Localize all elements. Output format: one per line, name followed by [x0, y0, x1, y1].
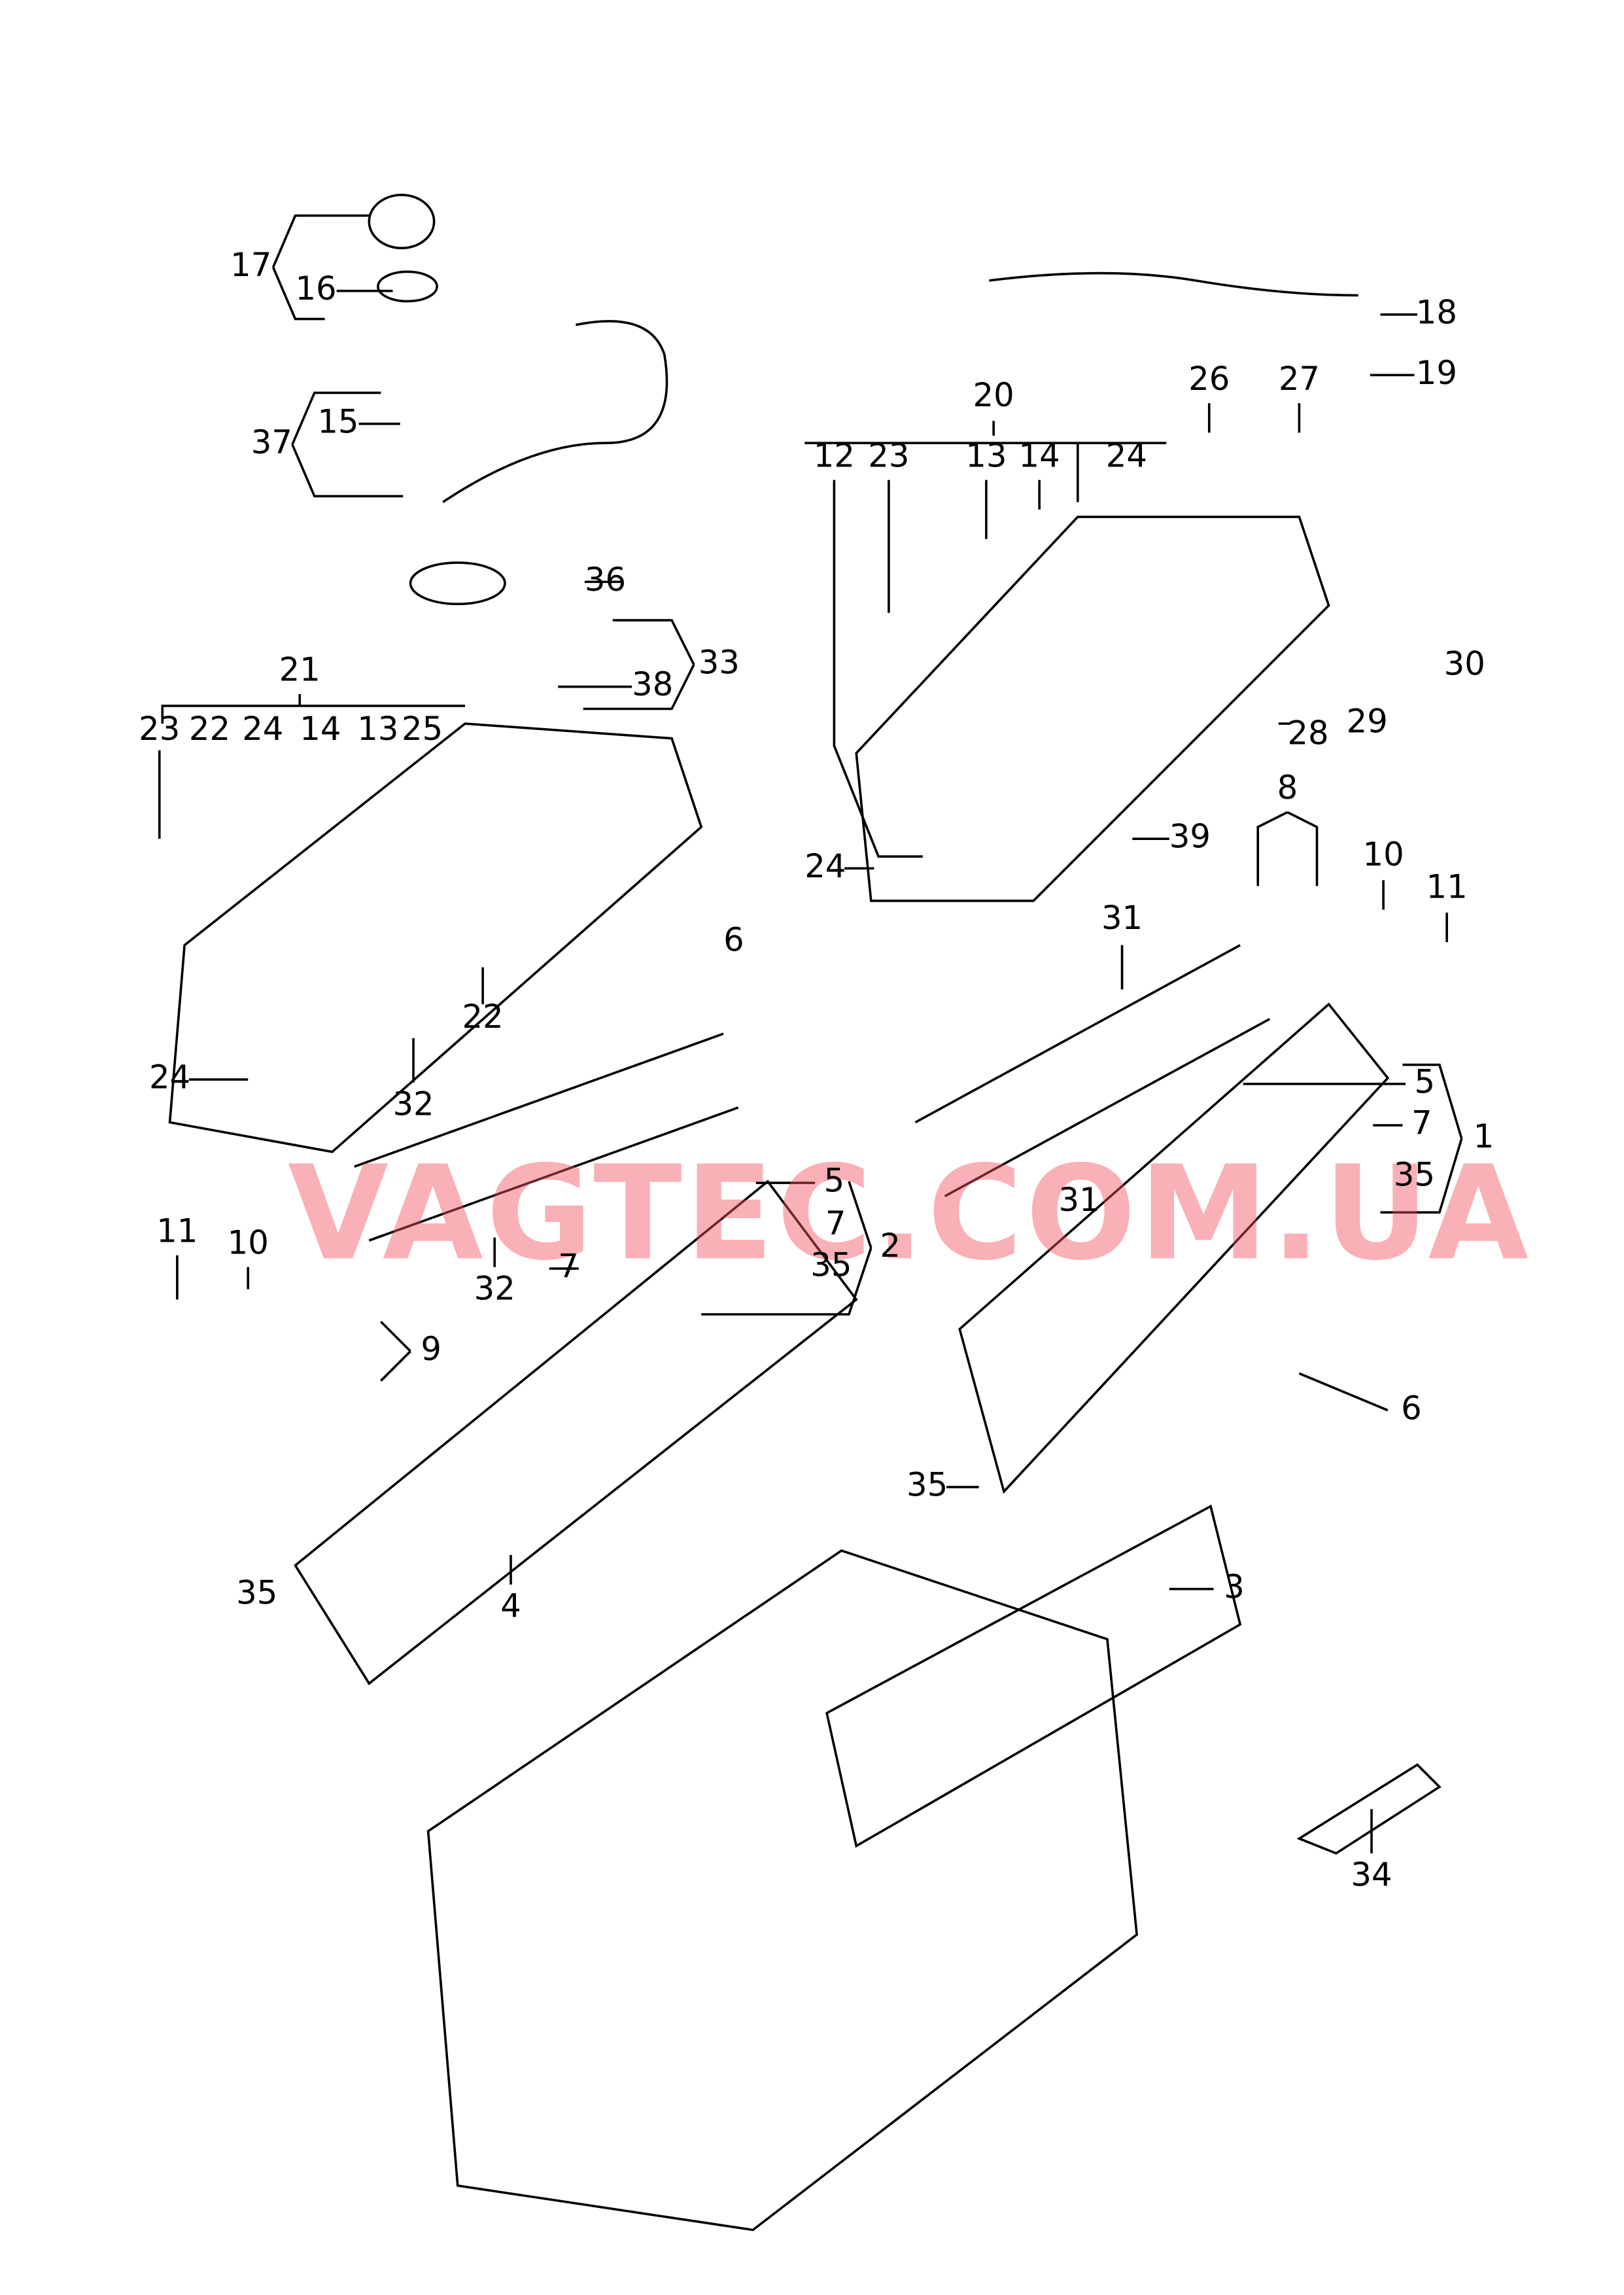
callout-17: 17 [230, 248, 272, 285]
callout-27: 27 [1278, 362, 1321, 399]
callout-35: 35 [236, 1575, 278, 1613]
callout-22: 22 [462, 1000, 504, 1037]
callout-35: 35 [810, 1248, 852, 1285]
callout-2: 2 [880, 1229, 901, 1266]
callout-10: 10 [1362, 837, 1404, 875]
callout-24: 24 [242, 712, 284, 749]
callout-5: 5 [823, 1163, 845, 1201]
callout-5: 5 [1414, 1064, 1436, 1102]
callout-19: 19 [1415, 356, 1457, 393]
callout-8: 8 [1277, 771, 1298, 808]
callout-12: 12 [813, 438, 855, 476]
callout-18: 18 [1415, 295, 1457, 332]
watermark: VAGTEC.COM.UA [288, 1137, 1532, 1289]
callout-21: 21 [279, 652, 320, 690]
callout-10: 10 [227, 1225, 269, 1263]
callout-13: 13 [965, 438, 1007, 476]
callout-7: 7 [558, 1249, 579, 1287]
callout-20: 20 [973, 377, 1014, 415]
callout-13: 13 [357, 712, 399, 749]
callout-23: 23 [868, 438, 910, 476]
callout-15: 15 [317, 404, 359, 442]
callout-24: 24 [804, 849, 846, 886]
callout-33: 33 [698, 645, 740, 682]
callout-9: 9 [421, 1332, 441, 1369]
callout-4: 4 [500, 1588, 521, 1626]
callout-25: 25 [401, 712, 443, 749]
callout-24: 24 [1105, 438, 1147, 476]
callout-29: 29 [1346, 704, 1388, 742]
leader-lines [158, 214, 1463, 1853]
callout-1: 1 [1473, 1119, 1494, 1157]
callout-31: 31 [1101, 900, 1143, 938]
callout-16: 16 [295, 272, 337, 309]
callout-7: 7 [825, 1206, 846, 1244]
callout-7: 7 [1411, 1106, 1432, 1144]
callout-3: 3 [1224, 1569, 1245, 1607]
callout-32: 32 [474, 1271, 515, 1308]
callout-37: 37 [251, 425, 292, 463]
callout-23: 23 [139, 712, 181, 749]
callout-6: 6 [723, 922, 744, 960]
callout-6: 6 [1401, 1391, 1422, 1428]
callout-34: 34 [1351, 1857, 1392, 1895]
callout-35: 35 [906, 1467, 948, 1505]
callout-32: 32 [392, 1087, 434, 1124]
callout-11: 11 [156, 1214, 198, 1251]
callout-26: 26 [1188, 362, 1230, 399]
callout-22: 22 [188, 712, 231, 749]
callout-35: 35 [1393, 1157, 1436, 1195]
callout-14: 14 [1018, 438, 1060, 476]
callout-14: 14 [300, 712, 341, 749]
callout-11: 11 [1426, 869, 1468, 907]
callout-36: 36 [584, 563, 627, 600]
callout-31: 31 [1058, 1183, 1100, 1220]
parts-outlines [168, 194, 1442, 2232]
callout-39: 39 [1169, 819, 1211, 857]
callout-30: 30 [1443, 646, 1485, 684]
callout-28: 28 [1287, 716, 1329, 754]
callout-24: 24 [148, 1060, 191, 1098]
callout-38: 38 [632, 667, 674, 705]
